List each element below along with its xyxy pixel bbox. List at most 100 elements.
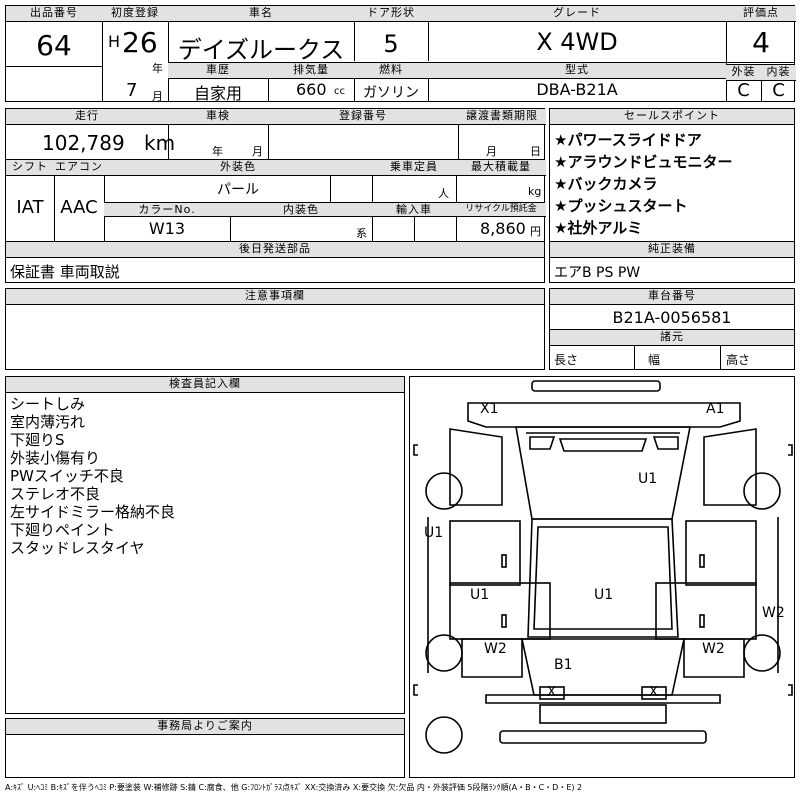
mileage-label: 走行: [6, 109, 168, 125]
header-block: 出品番号 64 初度登録 H 26 年 7 月 車名 デイズルークス ドア形状 …: [5, 5, 796, 103]
lot-number: 64: [36, 29, 72, 62]
later-parts-block: 後日発送部品 保証書 車両取説: [5, 241, 545, 283]
inspector-label: 検査員記入欄: [6, 377, 404, 393]
spec-height-label: 高さ: [726, 353, 751, 367]
reg-no-label: 登録番号: [268, 109, 458, 125]
mark-x-right: X: [649, 685, 658, 700]
grade: X 4WD: [536, 28, 618, 56]
mark-w2-right: W2: [762, 605, 785, 621]
model-label: 型式: [428, 63, 726, 79]
fuel-label: 燃料: [354, 63, 428, 79]
inspection-month-unit: 月: [252, 145, 263, 158]
mark-w2-right-rear: W2: [702, 641, 725, 657]
damage-diagram: X1 A1 U1 U1 U1 U1 W2 W2 W2 B1 X X: [409, 376, 795, 778]
standard-equip: エアB PS PW: [554, 265, 641, 281]
color-label: 外装色: [104, 160, 372, 176]
inspector-note: PWスイッチ不良: [10, 467, 124, 485]
transfer-month-unit: 月: [486, 145, 497, 158]
aircon: AAC: [60, 197, 98, 218]
inspector-note: 下廻りS: [10, 431, 65, 449]
mark-u1-hood: U1: [638, 471, 658, 487]
capacity-unit: 人: [438, 187, 449, 200]
selling-point-item: ★社外アルミ: [554, 219, 643, 237]
inspection-year-unit: 年: [212, 145, 223, 158]
mark-u1-roof: U1: [594, 587, 614, 603]
transfer-day-unit: 日: [530, 145, 541, 158]
office-label: 事務局よりご案内: [6, 719, 404, 735]
inspector-note: シートしみ: [10, 395, 86, 413]
exterior-grade-label: 外装: [726, 65, 761, 81]
standard-equip-label: 純正装備: [550, 242, 794, 258]
mark-u1-rear-left: U1: [470, 587, 490, 603]
shift: IAT: [16, 197, 44, 218]
vehicle-info-block: 走行 102,789 km 車検 年 月 登録番号 譲渡書類期限 月 日 シフト…: [5, 108, 546, 242]
aircon-label: エアコン: [54, 160, 104, 176]
score: 4: [752, 26, 770, 59]
recycle-label: リサイクル預託金: [456, 203, 546, 217]
grade-label: グレード: [428, 6, 726, 22]
transfer-label: 譲渡書類期限: [458, 109, 546, 125]
mark-u1-left: U1: [424, 525, 444, 541]
inspector-note: 下廻りペイント: [10, 521, 116, 539]
chassis-label: 車台番号: [550, 289, 794, 305]
notes-block: 注意事項欄: [5, 288, 545, 370]
load-unit: kg: [528, 185, 542, 198]
chassis-block: 車台番号 B21A-0056581 諸元 長さ 幅 高さ: [549, 288, 795, 370]
first-reg-label: 初度登録: [102, 6, 168, 22]
mark-a1: A1: [706, 401, 725, 417]
inspection-label: 車検: [168, 109, 268, 125]
import-label: 輸入車: [372, 203, 456, 217]
car-outline: [413, 380, 793, 754]
inspector-note: 左サイドミラー格納不良: [10, 503, 176, 521]
spec-length-label: 長さ: [554, 353, 579, 367]
int-color-label: 内装色: [230, 203, 372, 217]
displacement: 660: [296, 80, 327, 99]
later-parts-label: 後日発送部品: [6, 242, 544, 258]
inspector-note: 外装小傷有り: [10, 449, 101, 467]
load-label: 最大積載量: [456, 160, 546, 176]
selling-point-item: ★プッシュスタート: [554, 197, 688, 215]
interior-grade: C: [772, 80, 785, 101]
selling-point-item: ★バックカメラ: [554, 175, 658, 193]
door-type: 5: [383, 30, 399, 58]
exterior-grade: C: [737, 80, 750, 101]
fuel: ガソリン: [363, 85, 419, 101]
car-name-label: 車名: [168, 6, 354, 22]
legend: A:ｷｽﾞ U:ﾍｺﾐ B:ｷｽﾞを伴うﾍｺﾐ P:要塗装 W:補修跡 S:錆 …: [5, 783, 583, 792]
inspector-block: 検査員記入欄 シートしみ 室内薄汚れ 下廻りS 外装小傷有り PWスイッチ不良 …: [5, 376, 405, 714]
color-no-label: カラーNo.: [104, 203, 230, 217]
exterior-color: パール: [217, 182, 259, 198]
car-name: デイズルークス: [177, 36, 345, 64]
specs-label: 諸元: [550, 330, 794, 346]
interior-grade-label: 内装: [761, 65, 796, 81]
door-label: ドア形状: [354, 6, 428, 22]
first-reg-year: 26: [122, 26, 158, 59]
recycle-fee: 8,860: [480, 219, 526, 238]
chassis-number: B21A-0056581: [612, 308, 732, 327]
score-label: 評価点: [726, 6, 796, 22]
history-label: 車歴: [168, 63, 268, 79]
color-no: W13: [148, 219, 186, 238]
inspector-note: スタッドレスタイヤ: [10, 539, 145, 557]
mark-x1: X1: [480, 401, 499, 417]
mark-x-left: X: [547, 685, 556, 700]
selling-point-item: ★アラウンドビュモニター: [554, 153, 733, 171]
selling-points-block: セールスポイント ★パワースライドドア ★アラウンドビュモニター ★バックカメラ…: [549, 108, 795, 242]
first-reg-era: H: [108, 32, 121, 51]
capacity-label: 乗車定員: [372, 160, 456, 176]
later-parts: 保証書 車両取説: [10, 263, 120, 281]
mark-w2-left-rear: W2: [484, 641, 507, 657]
first-reg-month-unit: 月: [152, 90, 163, 103]
selling-points-label: セールスポイント: [550, 109, 794, 125]
displacement-unit: cc: [334, 86, 345, 97]
notes-label: 注意事項欄: [6, 289, 544, 305]
recycle-unit: 円: [530, 225, 541, 238]
lot-label: 出品番号: [6, 6, 102, 22]
inspector-note: 室内薄汚れ: [10, 413, 86, 431]
mileage: 102,789: [42, 131, 125, 155]
shift-label: シフト: [6, 160, 54, 176]
model-code: DBA-B21A: [536, 80, 618, 99]
mileage-unit: km: [144, 131, 176, 155]
office-block: 事務局よりご案内: [5, 718, 405, 778]
first-reg-year-unit: 年: [152, 62, 163, 75]
